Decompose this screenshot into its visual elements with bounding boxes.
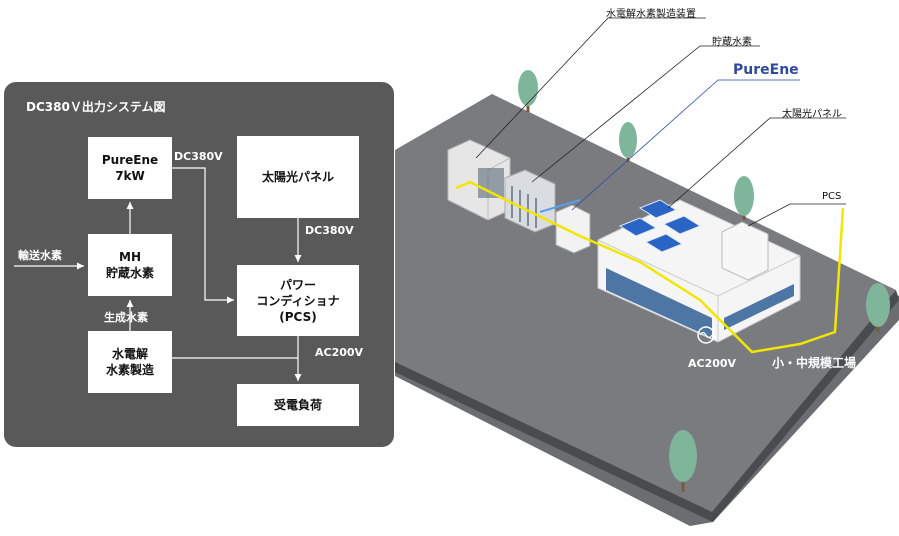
pcs-box-line3: (PCS) [279,309,317,324]
solar-panel-box: 太陽光パネル [237,136,359,218]
tree-icon [619,122,637,162]
electrolysis-box-line1: 水電解 [111,347,148,361]
leader-pcs [747,203,846,227]
load-box: 受電負荷 [237,384,359,426]
tree-icon [734,176,754,220]
label-dc380-pureene: DC380V [174,150,223,163]
pureene-box: PureEne 7kW [88,137,172,199]
factory-illustration [395,17,899,526]
leader-pureene [571,79,800,211]
callout-solar-panel: 太陽光パネル [782,109,842,120]
mh-box-line2: 貯蔵水素 [105,266,154,280]
leader-solar [667,117,846,209]
mh-box-line1: MH [119,250,141,264]
label-transport-hydrogen: 輸送水素 [18,249,62,262]
mh-storage-box: MH 貯蔵水素 [88,234,172,296]
electrolysis-box: 水電解 水素製造 [88,331,172,393]
label-ac200: AC200V [315,346,364,359]
pureene-box-line1: PureEne [101,153,159,167]
system-diagram-title: DC380Ｖ出力システム図 [26,100,166,114]
pcs-box-line1: パワー [279,277,316,292]
solar-panel-icon [618,199,702,253]
callout-electrolysis-device: 水電解水素製造装置 [606,9,696,20]
leader-storage [531,45,760,183]
electrolysis-unit [447,139,511,221]
factory-building [597,199,801,343]
power-line [455,180,845,354]
pureene-box-line2: 7kW [115,169,145,183]
callout-ac200v: AC200V [688,357,737,370]
load-box-label: 受電負荷 [273,398,322,412]
ac-symbol-icon [697,326,715,344]
label-dc380-solar: DC380V [305,224,354,237]
tree-icon [518,70,538,112]
callout-storage-hydrogen: 貯蔵水素 [712,37,752,48]
solar-panel-box-label: 太陽光パネル [261,170,334,184]
callout-pureene: PureEne [733,62,799,78]
pureene-unit [555,204,591,254]
pcs-box-line2: コンディショナ [256,293,340,308]
tree-icon [866,283,890,332]
arrow-pureene-to-pcs [172,167,234,304]
tree-icon [669,430,697,492]
pcs-box: パワー コンディショナ (PCS) [237,265,359,336]
label-generated-hydrogen: 生成水素 [104,311,148,324]
leader-electrolysis [475,17,706,159]
callout-pcs: PCS [822,191,842,202]
electrolysis-box-line2: 水素製造 [105,363,154,377]
hydrogen-line [539,199,581,213]
callout-factory: 小・中規模工場 [772,356,857,370]
pcs-cabinet [721,221,769,281]
